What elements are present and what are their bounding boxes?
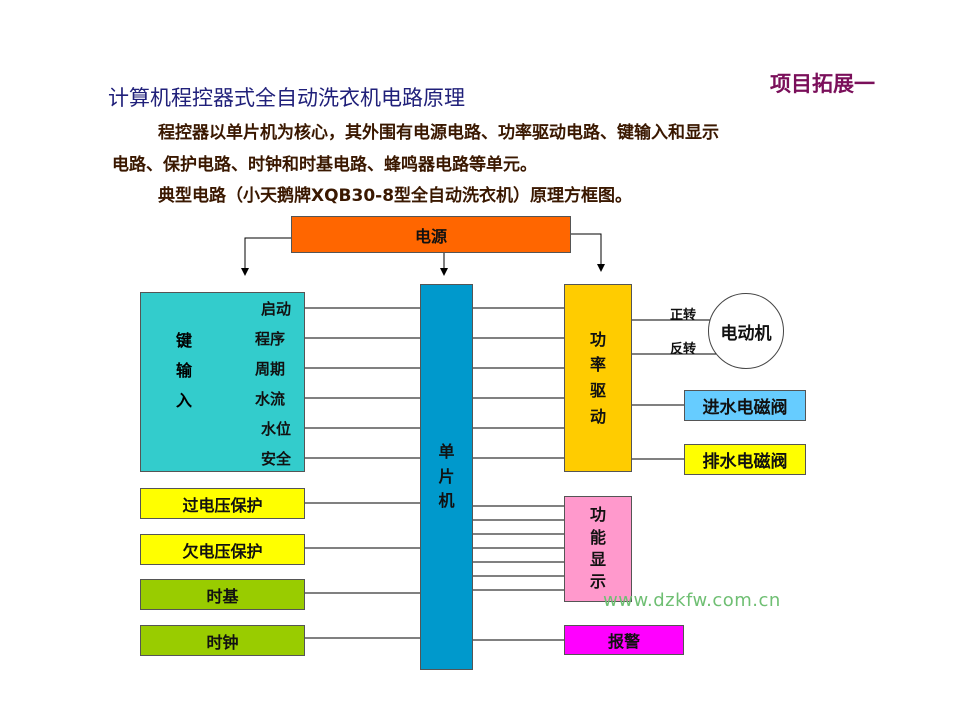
- forward-label: 正转: [670, 308, 697, 323]
- watermark-text: www.dzkfw.com.cn: [603, 590, 781, 611]
- key-input-label: 键 输 入: [175, 331, 192, 410]
- reverse-label: 反转: [670, 342, 697, 357]
- power-to-drive-arrow: [571, 233, 605, 272]
- drain-valve-block: 排水电磁阀: [684, 444, 806, 475]
- mcu-block: 单 片 机: [420, 284, 473, 670]
- key-item-cycle: 周期: [255, 360, 286, 378]
- key-item-waterlevel: 水位: [261, 420, 292, 438]
- intro-paragraph-line1: 程控器以单片机为核心，其外围有电源电路、功率驱动电路、键输入和显示: [158, 123, 719, 143]
- alarm-block: 报警: [564, 625, 684, 655]
- power-supply-label: 电源: [414, 226, 447, 246]
- key-item-safety: 安全: [261, 450, 292, 468]
- power-supply-block: 电源: [291, 216, 571, 253]
- inlet-valve-block: 进水电磁阀: [684, 390, 806, 421]
- intro-paragraph-line2: 电路、保护电路、时钟和时基电路、蜂鸣器电路等单元。: [112, 155, 537, 175]
- over-voltage-protection-block: 过电压保护: [140, 488, 305, 519]
- power-drive-block: 功 率 驱 动: [564, 284, 632, 472]
- key-item-start: 启动: [261, 300, 292, 318]
- key-item-program: 程序: [255, 330, 286, 348]
- section-tag: 项目拓展一: [770, 72, 875, 96]
- timebase-block: 时基: [140, 579, 305, 610]
- function-display-block: 功 能 显 示: [564, 496, 632, 602]
- key-item-waterflow: 水流: [255, 390, 286, 408]
- clock-block: 时钟: [140, 625, 305, 656]
- under-voltage-protection-block: 欠电压保护: [140, 534, 305, 565]
- key-input-block: [140, 292, 305, 472]
- power-to-key-arrow: [241, 237, 291, 276]
- page-title: 计算机程控器式全自动洗衣机电路原理: [108, 86, 465, 110]
- motor-block: 电动机: [708, 293, 784, 369]
- intro-paragraph-line3: 典型电路（小天鹅牌XQB30-8型全自动洗衣机）原理方框图。: [158, 186, 633, 206]
